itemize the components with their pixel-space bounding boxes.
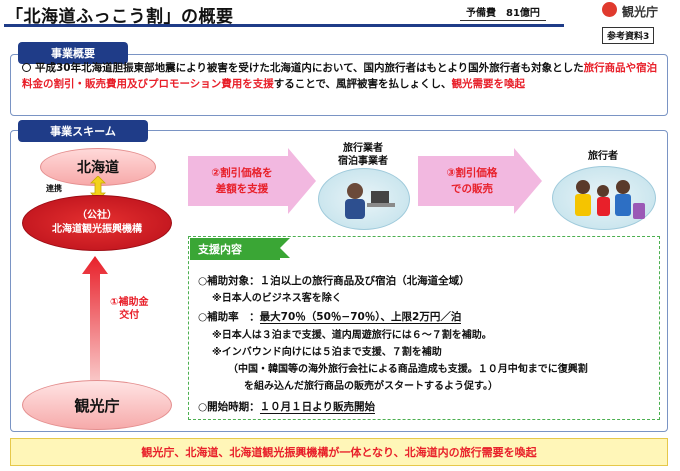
support-note-business: ※日本人のビジネス客を除く — [212, 293, 342, 304]
reference-badge: 参考資料3 — [602, 27, 655, 44]
travelers-family-icon — [575, 180, 645, 219]
bottom-banner: 観光庁、北海道、北海道観光振興機構が一体となり、北海道内の旅行需要を喚起 — [10, 438, 668, 466]
flow-arrow-discount-sales — [418, 148, 542, 214]
japan-tourism-logo-icon — [602, 2, 617, 17]
budget-label: 予備費 81億円 — [460, 4, 546, 21]
subsidy-line1: ①補助金 — [110, 297, 149, 308]
traveler-illustration — [552, 166, 656, 230]
support-start-line: ○開始時期：１０月１日より販売開始 — [198, 401, 375, 414]
overview-highlight-demand: 観光需要を喚起 — [451, 78, 526, 90]
bullet-circle-icon — [22, 63, 31, 72]
support-rate-line: ○補助率 ：最大70％（50％−70％）、上限2万円／泊 — [198, 311, 462, 324]
logo-text: 観光庁 — [622, 5, 659, 19]
hokkaido-tourism-org-oval: （公社） 北海道観光振興機構 — [22, 195, 172, 251]
support-note-japanese: ※日本人は３泊まで支援、道内周遊旅行には６〜７割を補助。 — [212, 330, 492, 341]
flow-discount-sales-text: ③割引価格 での販売 — [446, 167, 498, 195]
support-heading-tail — [280, 238, 290, 258]
business-label: 旅行業者 宿泊事業者 — [338, 143, 388, 167]
support-note-inbound: ※インバウンド向けには５泊まで支援、７割を補助 — [212, 347, 442, 358]
traveler-label: 旅行者 — [588, 151, 618, 162]
support-heading: 支援内容 — [190, 238, 280, 260]
flow-arrow-discount-support — [188, 148, 316, 214]
overview-box — [10, 54, 668, 116]
double-arrow-icon — [90, 176, 106, 200]
support-start-value: １０月１日より販売開始 — [259, 401, 375, 414]
flow-discount-support-text: ②割引価格を 差額を支援 — [211, 167, 273, 195]
business-illustration — [318, 168, 410, 230]
clerk-illustration-icon — [345, 183, 395, 219]
org-line2: 北海道観光振興機構 — [52, 224, 142, 235]
subsidy-line2: 交付 — [119, 310, 140, 321]
title-underline — [4, 24, 564, 27]
overview-text: 平成30年北海道胆振東部地震により被害を受けた北海道内において、国内旅行者はもと… — [22, 62, 658, 90]
support-note-overseas-1: （中国・韓国等の海外旅行会社による商品造成も支援。１０月中旬までに復興割 — [228, 364, 588, 375]
up-arrow-icon — [82, 256, 108, 380]
kankocho-oval: 観光庁 — [22, 380, 172, 430]
overview-heading: 事業概要 — [18, 42, 128, 64]
org-line1: （公社） — [77, 210, 117, 221]
support-target-line: ○補助対象：１泊以上の旅行商品及び宿泊（北海道全域） — [198, 275, 470, 287]
scheme-box — [10, 130, 668, 432]
overview-highlight-support: 旅行商品や宿泊料金の割引・販売費用及びプロモーション費用を支援 — [22, 62, 658, 90]
renkei-label: 連携 — [46, 184, 62, 193]
support-rate-value: 最大70％（50％−70％）、上限2万円／泊 — [259, 311, 462, 324]
page-title: 「北海道ふっこう割」の概要 — [6, 7, 234, 27]
scheme-heading: 事業スキーム — [18, 120, 148, 142]
support-note-overseas-2: を組み込んだ旅行商品の販売がスタートするよう促す。） — [244, 381, 498, 392]
subsidy-label: ①補助金 交付 — [110, 296, 148, 322]
support-box — [188, 236, 660, 420]
